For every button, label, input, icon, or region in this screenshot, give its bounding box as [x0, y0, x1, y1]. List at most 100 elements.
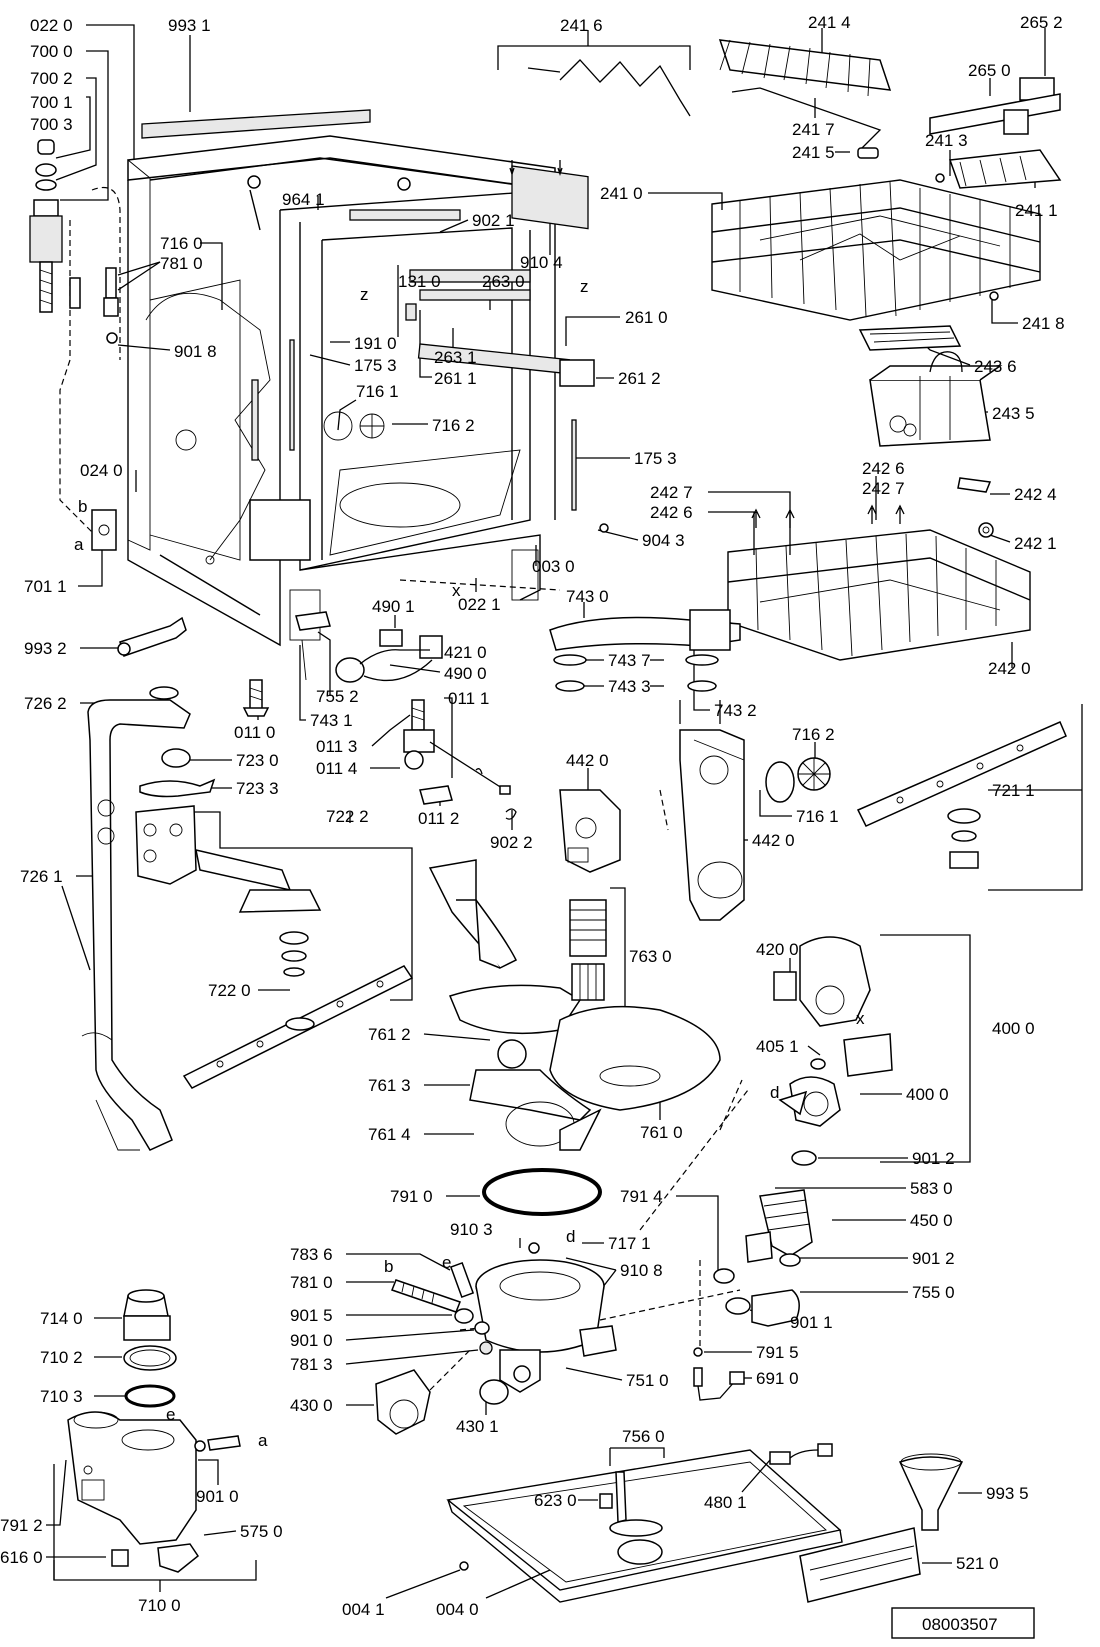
- label-743-1: 743 1: [310, 711, 353, 730]
- label-743-2: 743 2: [714, 701, 757, 720]
- label-710-2: 710 2: [40, 1348, 83, 1367]
- letter-z-cabinet: z: [360, 285, 369, 304]
- label-243-6: 243 6: [974, 357, 1017, 376]
- label-755-2: 755 2: [316, 687, 359, 706]
- label-761-3: 761 3: [368, 1076, 411, 1095]
- letter-x-pump: x: [856, 1009, 865, 1028]
- label-910-4: 910 4: [520, 253, 563, 272]
- label-241-1: 241 1: [1015, 201, 1058, 220]
- circulation-pipe: [81, 686, 191, 1151]
- label-902-1: 902 1: [472, 211, 515, 230]
- label-791-4: 791 4: [620, 1187, 663, 1206]
- base-plate: [446, 1443, 843, 1603]
- label-131-0: 131 0: [398, 272, 441, 291]
- label-726-2: 726 2: [24, 694, 67, 713]
- top-strip: [141, 109, 371, 139]
- label-011-1: 011 1: [448, 689, 489, 708]
- hose-fittings: [391, 1261, 493, 1355]
- label-420-0: 420 0: [756, 940, 799, 959]
- label-400-0-mid: 400 0: [906, 1085, 949, 1104]
- label-261-0: 261 0: [625, 308, 668, 327]
- label-791-5: 791 5: [756, 1343, 799, 1362]
- letter-z-right: z: [580, 277, 589, 296]
- label-700-2: 700 2: [30, 69, 73, 88]
- label-743-0: 743 0: [566, 587, 609, 606]
- label-242-4: 242 4: [1014, 485, 1057, 504]
- sump-seal: [482, 1168, 602, 1216]
- label-011-2: 011 2: [418, 809, 459, 828]
- label-011-0: 011 0: [234, 723, 275, 742]
- upper-tine-rack: [718, 39, 892, 151]
- label-761-2: 761 2: [368, 1025, 411, 1044]
- label-004-0: 004 0: [436, 1600, 479, 1619]
- label-242-1: 242 1: [1014, 534, 1057, 553]
- cutlery-basket: [869, 351, 1003, 447]
- letter-d-sump: d: [566, 1227, 575, 1246]
- label-755-0: 755 0: [912, 1283, 955, 1302]
- label-993-2: 993 2: [24, 639, 67, 658]
- label-430-1: 430 1: [456, 1417, 499, 1436]
- label-791-2: 791 2: [0, 1516, 43, 1535]
- salt-funnel: [898, 1456, 964, 1531]
- label-583-0: 583 0: [910, 1179, 953, 1198]
- label-623-0: 623 0: [534, 1491, 577, 1510]
- label-716-2-top: 716 2: [432, 416, 475, 435]
- letter-b-left: b: [78, 497, 87, 516]
- label-241-0: 241 0: [600, 184, 643, 203]
- label-022-1: 022 1: [458, 595, 501, 614]
- label-261-2: 261 2: [618, 369, 661, 388]
- letter-a-softener: a: [258, 1431, 268, 1450]
- label-450-0: 450 0: [910, 1211, 953, 1230]
- label-993-1: 993 1: [168, 16, 211, 35]
- letter-a-left: a: [74, 535, 84, 554]
- cabinet-frame: [127, 135, 595, 647]
- label-242-7-a: 242 7: [650, 483, 693, 502]
- label-717-1: 717 1: [608, 1234, 651, 1253]
- label-901-2-bottom: 901 2: [912, 1249, 955, 1268]
- label-721-1: 721 1: [992, 781, 1035, 800]
- upper-feed-pipe: [549, 609, 745, 921]
- label-242-6-top: 242 6: [862, 459, 905, 478]
- label-011-3: 011 3: [316, 737, 357, 756]
- label-993-5: 993 5: [986, 1484, 1029, 1503]
- label-575-0: 575 0: [240, 1522, 283, 1541]
- label-241-7: 241 7: [792, 120, 835, 139]
- label-716-1-top: 716 1: [356, 382, 399, 401]
- label-265-2: 265 2: [1020, 13, 1063, 32]
- letter-x-base: x: [452, 581, 461, 600]
- label-901-2-top: 901 2: [912, 1149, 955, 1168]
- label-241-8: 241 8: [1022, 314, 1065, 333]
- letter-e-sump: e: [442, 1253, 451, 1272]
- label-700-3: 700 3: [30, 115, 73, 134]
- label-723-0: 723 0: [236, 751, 279, 770]
- label-700-1: 700 1: [30, 93, 73, 112]
- letter-b-sump: b: [384, 1257, 393, 1276]
- label-756-0: 756 0: [622, 1427, 665, 1446]
- letter-d-pump: d: [770, 1083, 779, 1102]
- document-id-box: [891, 1607, 1035, 1639]
- label-910-3: 910 3: [450, 1220, 493, 1239]
- label-263-0: 263 0: [482, 272, 525, 291]
- label-241-5: 241 5: [792, 143, 835, 162]
- drain-hose-parts: [713, 1150, 817, 1327]
- rack-hooks: [509, 59, 691, 230]
- label-781-3: 781 3: [290, 1355, 333, 1374]
- label-710-0: 710 0: [138, 1596, 181, 1615]
- label-723-3: 723 3: [236, 779, 279, 798]
- inlet-hose: [29, 139, 119, 551]
- label-901-1: 901 1: [790, 1313, 833, 1332]
- label-405-1: 405 1: [756, 1037, 799, 1056]
- label-442-0-mid: 442 0: [752, 831, 795, 850]
- label-964-1: 964 1: [282, 190, 325, 209]
- spray-bracket: [929, 77, 1061, 135]
- label-791-0: 791 0: [390, 1187, 433, 1206]
- label-400-0-right: 400 0: [992, 1019, 1035, 1038]
- label-910-8: 910 8: [620, 1261, 663, 1280]
- label-904-3: 904 3: [642, 531, 685, 550]
- wrench: [119, 616, 187, 657]
- label-722-2: 722 2: [326, 807, 369, 826]
- water-softener: [67, 1289, 241, 1573]
- control-panel: [799, 1527, 921, 1603]
- filter-assembly: [569, 899, 607, 1001]
- label-175-3-right: 175 3: [634, 449, 677, 468]
